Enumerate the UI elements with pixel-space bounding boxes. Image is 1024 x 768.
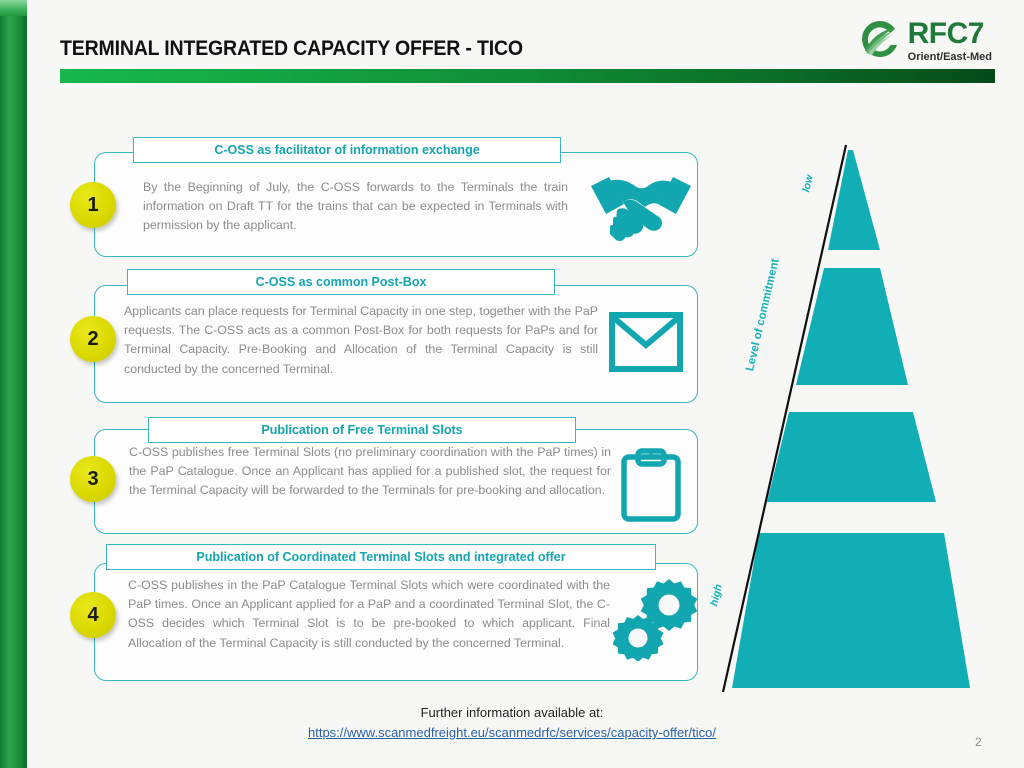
card-1-body: By the Beginning of July, the C-OSS forw… xyxy=(143,180,568,233)
card-4-step-number: 4 xyxy=(87,603,99,626)
card-2-body: Applicants can place requests for Termin… xyxy=(124,304,598,376)
header-gradient-bar xyxy=(60,69,995,83)
card-3-header-label: Publication of Free Terminal Slots xyxy=(261,423,463,437)
card-2-header-label: C-OSS as common Post-Box xyxy=(255,275,427,289)
page-title: TERMINAL INTEGRATED CAPACITY OFFER - TIC… xyxy=(60,37,523,60)
pyramid-segment-4 xyxy=(732,533,970,688)
card-2-step-number: 2 xyxy=(87,327,99,350)
rail-cap-highlight xyxy=(0,0,27,16)
card-2-step-badge: 2 xyxy=(70,316,116,362)
card-3-body: C-OSS publishes free Terminal Slots (no … xyxy=(129,445,611,498)
card-2-header: C-OSS as common Post-Box xyxy=(127,269,555,295)
card-1-step-number: 1 xyxy=(87,193,99,216)
pyramid-segment-1 xyxy=(828,150,880,250)
pyramid-segment-3 xyxy=(767,412,936,502)
logo-name: RFC7 xyxy=(907,17,985,50)
gears-icon xyxy=(612,575,698,666)
envelope-icon xyxy=(609,312,683,377)
left-green-rail xyxy=(0,0,27,768)
card-3-step-badge: 3 xyxy=(70,456,116,502)
card-3[interactable] xyxy=(94,429,698,534)
rfc7-logo: RFC7 Orient/East-Med xyxy=(857,17,992,65)
pyramid-graphic xyxy=(721,144,970,693)
card-4-body: C-OSS publishes in the PaP Catalogue Ter… xyxy=(128,578,610,650)
card-1-header-label: C-OSS as facilitator of information exch… xyxy=(214,143,480,157)
handshake-icon xyxy=(589,168,693,249)
page-number: 2 xyxy=(975,735,982,749)
card-2[interactable] xyxy=(94,285,698,403)
card-3-header: Publication of Free Terminal Slots xyxy=(148,417,576,443)
card-4-step-badge: 4 xyxy=(70,592,116,638)
footer-note: Further information available at: xyxy=(420,705,604,720)
card-1-header: C-OSS as facilitator of information exch… xyxy=(133,137,561,163)
card-4-header: Publication of Coordinated Terminal Slot… xyxy=(106,544,656,570)
footer-link[interactable]: https://www.scanmedfreight.eu/scanmedrfc… xyxy=(308,725,716,740)
pyramid-segment-2 xyxy=(796,268,908,385)
card-1[interactable] xyxy=(94,152,698,257)
leaf-circle-icon xyxy=(857,19,901,63)
logo-subtitle: Orient/East-Med xyxy=(907,51,992,63)
logo-wordmark: RFC7 Orient/East-Med xyxy=(908,19,992,63)
card-3-step-number: 3 xyxy=(87,467,99,490)
commitment-pyramid: low Level of commitment high xyxy=(700,140,1024,700)
clipboard-icon xyxy=(620,447,682,528)
card-4-header-label: Publication of Coordinated Terminal Slot… xyxy=(196,550,566,564)
card-1-step-badge: 1 xyxy=(70,182,116,228)
